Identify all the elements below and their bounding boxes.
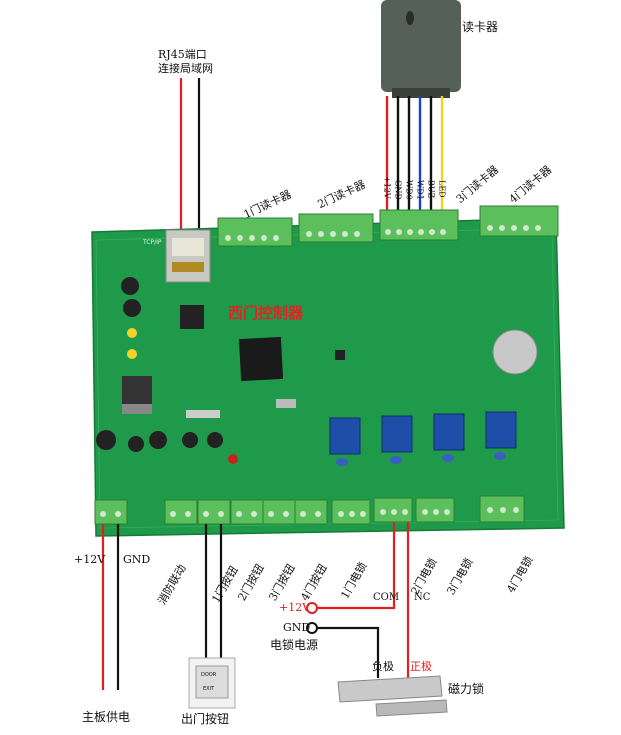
top-terminals bbox=[217, 205, 559, 247]
lock-psu-terminals bbox=[306, 602, 318, 634]
relays bbox=[329, 411, 517, 455]
lock-psu-label: 电锁电源 bbox=[270, 638, 319, 652]
exit-button-label: 出门按钮 bbox=[181, 712, 230, 726]
exit-text: EXIT bbox=[203, 686, 215, 692]
negative-label: 负极 bbox=[372, 660, 394, 673]
positive-label: 正极 bbox=[410, 660, 432, 673]
rj45-label-line1: RJ45端口 bbox=[158, 48, 207, 61]
power-wires bbox=[101, 524, 120, 690]
tcp-ip-text: TCP/IP bbox=[142, 239, 162, 246]
pcb-board bbox=[91, 217, 565, 537]
power-gnd-label: GND bbox=[123, 553, 151, 566]
wire-label-wd1: WD1 bbox=[415, 180, 425, 200]
bottom-terminal-screws bbox=[100, 507, 519, 517]
power-12v-label: +12V bbox=[74, 553, 106, 566]
wire-label-12v: +12V bbox=[382, 176, 392, 199]
rj45-jack bbox=[165, 229, 211, 283]
bottom-terminals bbox=[94, 495, 525, 525]
exit-button-device bbox=[188, 657, 236, 709]
brand-text: 西门控制器 bbox=[228, 304, 304, 322]
door-text: DOOR bbox=[201, 672, 217, 678]
lock-psu-12v-label: +12V bbox=[279, 601, 311, 614]
top-terminal-screws bbox=[225, 225, 541, 241]
wire-label-wd0: WD0 bbox=[404, 180, 414, 200]
nc-label: NC bbox=[414, 592, 431, 603]
wire-label-buz: BUZ bbox=[426, 180, 436, 199]
rj45-label-line2: 连接局域网 bbox=[158, 62, 213, 75]
rj45-wires bbox=[179, 78, 201, 232]
lock-wires bbox=[318, 522, 410, 678]
exit-button-wires bbox=[204, 524, 223, 660]
magnetic-lock bbox=[337, 675, 448, 717]
card-reader-label: 读卡器 bbox=[462, 20, 499, 34]
relay-caps bbox=[336, 452, 506, 466]
wire-label-led: LED bbox=[437, 180, 447, 198]
wire-label-gnd: GND bbox=[393, 180, 403, 200]
main-power-label: 主板供电 bbox=[82, 710, 131, 724]
card-reader bbox=[381, 0, 461, 98]
lock-psu-gnd-label: GND bbox=[283, 621, 311, 634]
pcb-components bbox=[96, 277, 538, 464]
maglock-label: 磁力锁 bbox=[448, 682, 485, 696]
com-label: COM bbox=[373, 592, 400, 603]
